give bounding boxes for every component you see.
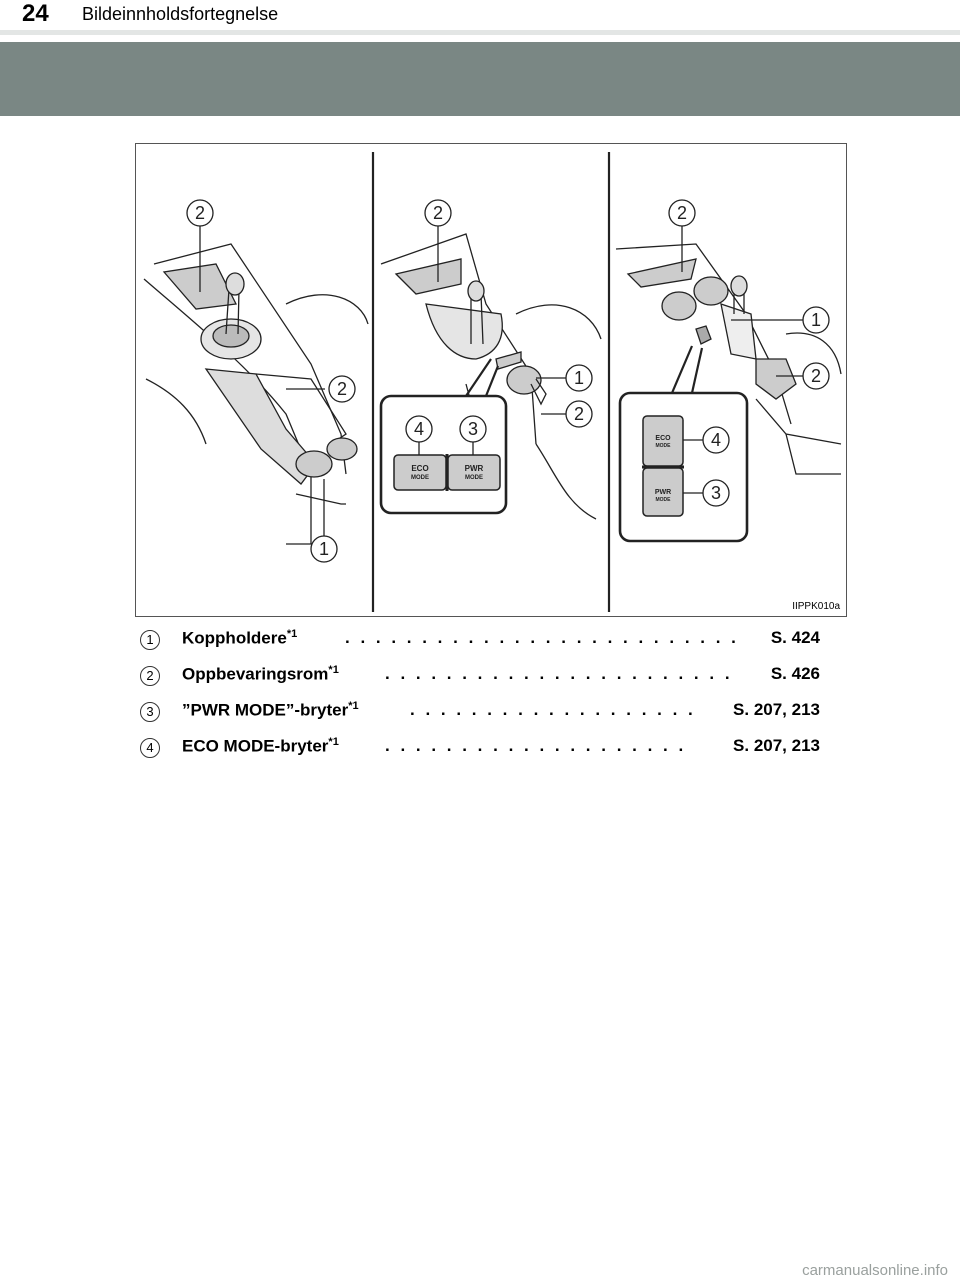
callout-3: 3: [711, 483, 721, 503]
eco-label: ECO: [411, 464, 428, 473]
header-rule: [0, 30, 960, 35]
callout-3: 3: [468, 419, 478, 439]
section-banner: [0, 42, 960, 116]
callout-1: 1: [811, 310, 821, 330]
callout-2: 2: [337, 379, 347, 399]
page-reference[interactable]: S. 426: [770, 664, 820, 683]
callout-4: 4: [414, 419, 424, 439]
console-drawing: 2 2 1 2 1 2 4 3 2 1 2 4 3 ECO MODE PWR M…: [143, 152, 842, 612]
page-number: 24: [22, 0, 49, 27]
figure-code: IIPPK010a: [792, 601, 840, 612]
item-label: ECO MODE-bryter*1: [182, 736, 339, 756]
callout-1: 1: [574, 368, 584, 388]
item-label: Oppbevaringsrom*1: [182, 664, 339, 684]
callout-2: 2: [677, 203, 687, 223]
item-number-badge: 2: [140, 666, 160, 686]
pwr-mode-label: MODE: [465, 475, 483, 481]
item-label: Koppholdere*1: [182, 628, 298, 648]
callout-2: 2: [433, 203, 443, 223]
list-item: 1 Koppholdere*1 . . . . . . . . . . . . …: [140, 628, 820, 664]
dot-leader: . . . . . . . . . . . . . . . . . . . . …: [345, 628, 735, 647]
pwr-label: PWR: [465, 464, 484, 473]
list-item: 2 Oppbevaringsrom*1 . . . . . . . . . . …: [140, 664, 820, 700]
item-number-badge: 3: [140, 702, 160, 722]
console-illustration: 2 2 1 2 1 2 4 3 2 1 2 4 3 ECO MODE PWR M…: [135, 143, 847, 617]
page-reference[interactable]: S. 424: [770, 628, 820, 647]
watermark: carmanualsonline.info: [802, 1262, 948, 1279]
dot-leader: . . . . . . . . . . . . . . . . . . . . …: [385, 736, 692, 755]
callout-4: 4: [711, 430, 721, 450]
list-item: 3 ”PWR MODE”-bryter*1 . . . . . . . . . …: [140, 700, 820, 736]
item-list: 1 Koppholdere*1 . . . . . . . . . . . . …: [140, 628, 820, 772]
item-label: ”PWR MODE”-bryter*1: [182, 700, 359, 720]
page-reference[interactable]: S. 207, 213: [733, 736, 820, 755]
item-number-badge: 4: [140, 738, 160, 758]
pwr-label-vertical: PWR: [655, 489, 671, 496]
page-reference[interactable]: S. 207, 213: [733, 700, 820, 719]
callout-2: 2: [195, 203, 205, 223]
section-title: Bildeinnholdsfortegnelse: [82, 4, 279, 24]
eco-mode-label: MODE: [411, 475, 429, 481]
eco-label-vertical: ECO: [655, 435, 671, 442]
callout-2: 2: [574, 404, 584, 424]
eco-mode-label-vertical: MODE: [656, 443, 672, 449]
list-item: 4 ECO MODE-bryter*1 . . . . . . . . . . …: [140, 736, 820, 772]
item-number-badge: 1: [140, 630, 160, 650]
pwr-mode-label-vertical: MODE: [656, 497, 672, 503]
dot-leader: . . . . . . . . . . . . . . . . . . . . …: [385, 664, 735, 683]
callout-2: 2: [811, 366, 821, 386]
callout-1: 1: [319, 539, 329, 559]
header: 24 Bildeinnholdsfortegnelse: [0, 0, 960, 30]
dot-leader: . . . . . . . . . . . . . . . . . . . . …: [410, 700, 692, 719]
